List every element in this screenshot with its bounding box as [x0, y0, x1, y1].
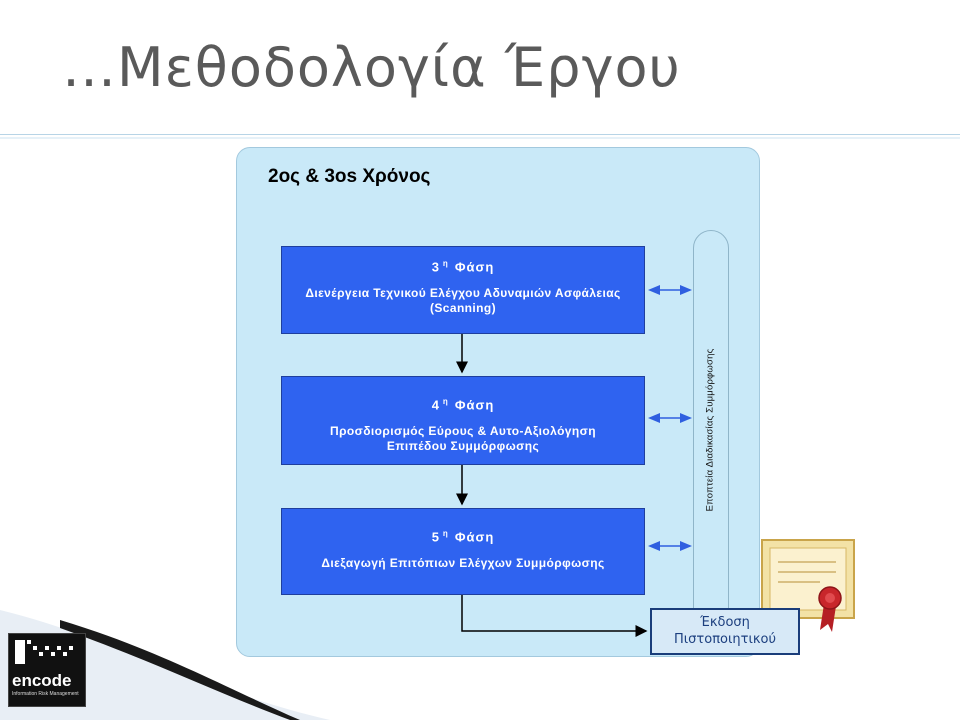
monitor-link-4: [648, 413, 692, 423]
phase-description: Διενέργεια Τεχνικού Ελέγχου Αδυναμιών Ασ…: [305, 286, 621, 316]
phase-ordinal: η: [442, 259, 449, 268]
phase-word: Φάση: [454, 529, 495, 545]
certificate-line-2: Πιστοποιητικού: [674, 632, 776, 647]
phase-ordinal: η: [442, 397, 449, 406]
title-divider-shadow: [0, 137, 960, 139]
logo-wordmark: encode: [12, 671, 72, 690]
company-logo: [8, 633, 86, 707]
monitor-link-3: [648, 285, 692, 295]
phase-number: 3: [431, 259, 440, 275]
certificate-line-1: Έκδοση: [700, 615, 750, 630]
phase-word: Φάση: [454, 259, 495, 275]
certificate-icon: [761, 539, 855, 632]
phase-description: Προσδιορισμός Εύρους & Αυτο-Αξιολόγηση Ε…: [330, 424, 596, 454]
certificate-box: Έκδοση Πιστοποιητικού: [650, 608, 800, 655]
slide-title: …Μεθοδολογία Έργου: [62, 36, 681, 99]
phase-number: 5: [431, 529, 440, 545]
title-divider: [0, 134, 960, 135]
phase-description: Διεξαγωγή Επιτόπιων Ελέγχων Συμμόρφωσης: [321, 556, 605, 571]
phase-number: 4: [431, 397, 440, 413]
decorative-swoosh-dark: [60, 620, 300, 720]
flow-arrow-5-to-certificate: [461, 595, 648, 637]
panel-heading: 2ος & 3os Χρόνος: [268, 166, 431, 187]
monitor-link-5: [648, 541, 692, 551]
logo-mark-icon: [15, 640, 73, 664]
logo-tagline: Information Risk Management: [12, 691, 79, 697]
phase-word: Φάση: [454, 397, 495, 413]
phase-ordinal: η: [442, 529, 449, 538]
monitoring-bar: [693, 230, 729, 652]
